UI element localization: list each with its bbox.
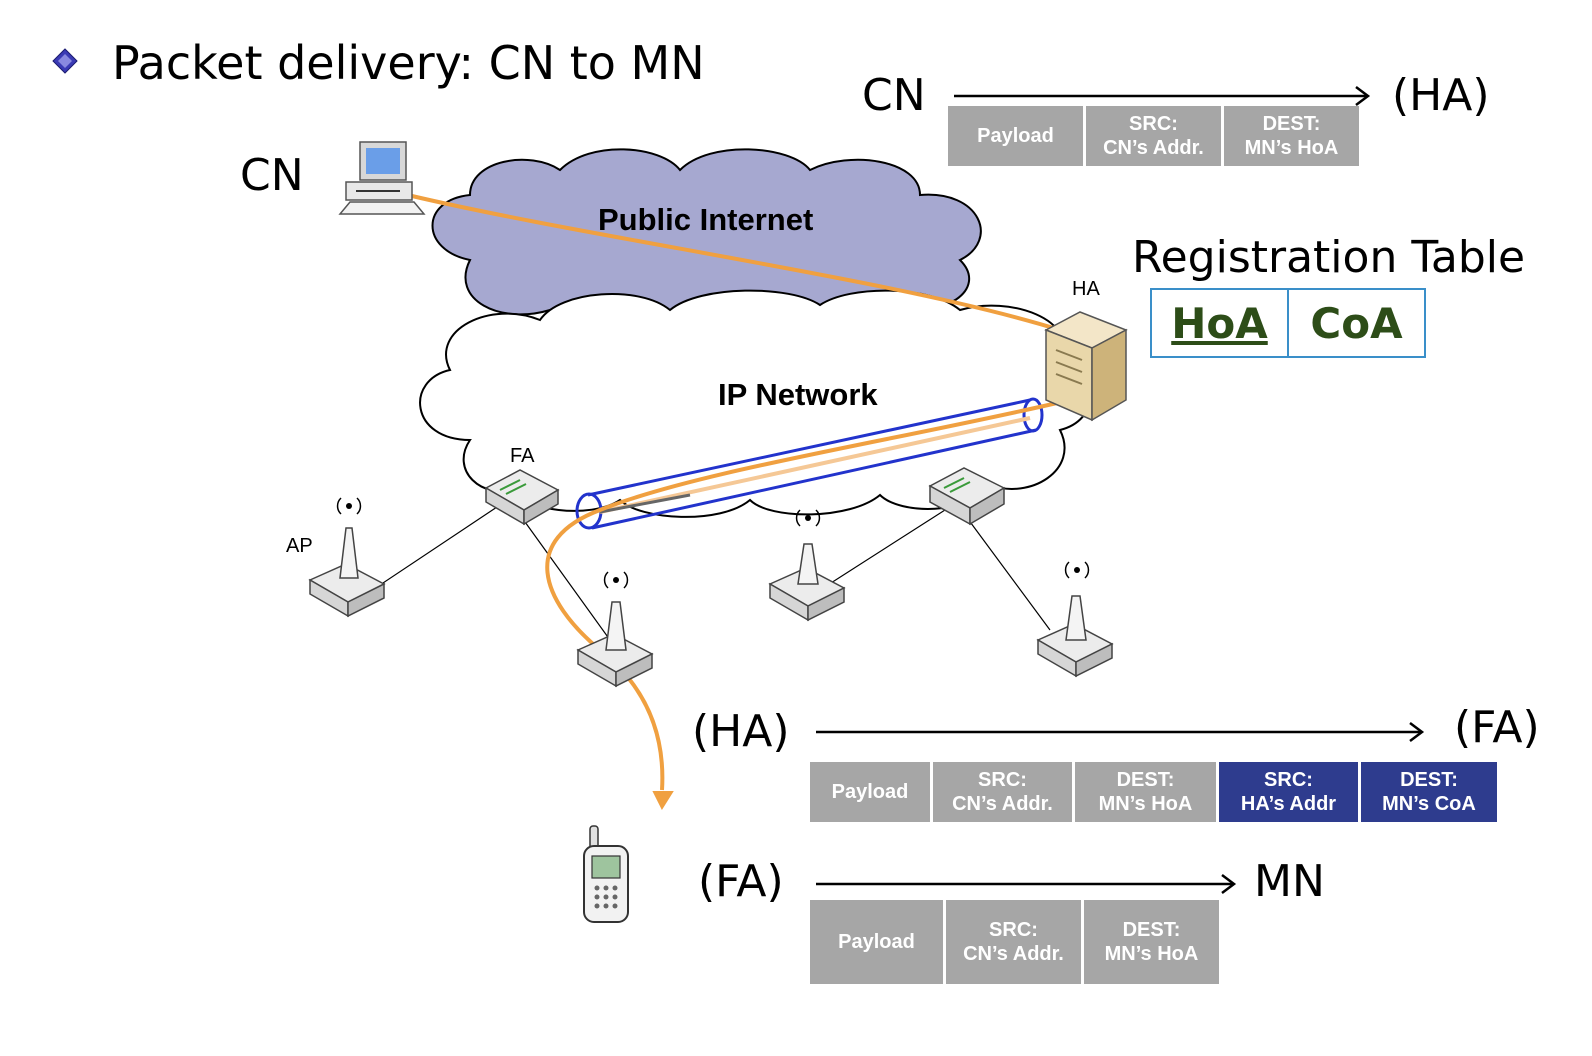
flow-middle-from: (HA) — [692, 706, 790, 757]
registration-coa-cell: CoA — [1287, 290, 1424, 356]
access-point-icon — [1036, 561, 1114, 678]
flow-arrow-bottom — [816, 874, 1237, 894]
flow-top-from: CN — [862, 70, 926, 121]
packet-cell: Payload — [948, 106, 1083, 166]
registration-table: HoA CoA — [1150, 288, 1426, 358]
diamond-bullet-icon — [52, 48, 78, 74]
mobile-phone-icon — [583, 825, 629, 923]
packet-cell: SRC:CN’s Addr. — [933, 762, 1072, 822]
access-point-icon — [768, 509, 846, 622]
flow-arrow-middle — [816, 722, 1425, 742]
cn-node-label: CN — [240, 150, 304, 201]
packet-cell: DEST:MN’s HoA — [1075, 762, 1216, 822]
slide-title: Packet delivery: CN to MN — [112, 36, 705, 90]
router-icon — [484, 469, 560, 526]
access-point-icon — [308, 497, 386, 618]
packet-cell: SRC:CN’s Addr. — [1086, 106, 1221, 166]
ap-node-label: AP — [286, 535, 313, 557]
packet-middle: Payload SRC:CN’s Addr. DEST:MN’s HoA SRC… — [810, 762, 1497, 822]
packet-header-cell: SRC:HA’s Addr — [1219, 762, 1358, 822]
flow-arrow-top — [954, 86, 1371, 106]
access-point-icon — [576, 571, 654, 688]
packet-cell: DEST:MN’s HoA — [1224, 106, 1359, 166]
flow-middle-to: (FA) — [1454, 702, 1540, 753]
tunnel — [575, 397, 1044, 530]
registration-hoa-cell: HoA — [1171, 298, 1268, 348]
packet-cell: Payload — [810, 762, 930, 822]
packet-cell: SRC:CN’s Addr. — [946, 900, 1081, 984]
ha-node-label: HA — [1072, 278, 1100, 300]
computer-icon — [338, 141, 426, 215]
router-icon — [928, 467, 1006, 526]
flow-top-to: (HA) — [1392, 70, 1490, 121]
packet-cell: Payload — [810, 900, 943, 984]
packet-header-cell: DEST:MN’s CoA — [1361, 762, 1497, 822]
public-internet-label: Public Internet — [598, 202, 814, 237]
fa-node-label: FA — [510, 445, 535, 467]
packet-cell: DEST:MN’s HoA — [1084, 900, 1219, 984]
flow-bottom-to: MN — [1254, 856, 1325, 907]
packet-bottom: Payload SRC:CN’s Addr. DEST:MN’s HoA — [810, 900, 1219, 984]
ip-network-label: IP Network — [718, 377, 878, 412]
packet-top: Payload SRC:CN’s Addr. DEST:MN’s HoA — [948, 106, 1359, 166]
registration-table-title: Registration Table — [1132, 232, 1526, 283]
flow-bottom-from: (FA) — [698, 856, 784, 907]
server-icon — [1044, 311, 1128, 422]
